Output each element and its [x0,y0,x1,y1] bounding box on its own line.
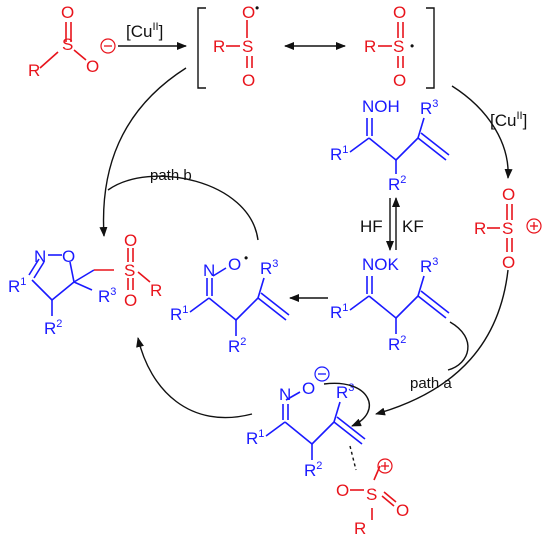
oxidation-arrow-2 [451,85,513,179]
bracket-left [197,7,206,89]
sulfonyl-radical-a: R S O O • [213,1,259,90]
svg-text:R1: R1 [330,144,348,164]
svg-text:•: • [410,39,414,53]
svg-text:R1: R1 [246,428,264,448]
svg-text:R3: R3 [98,286,116,306]
hf-label: HF [360,217,383,236]
svg-text:R: R [213,37,225,56]
svg-text:•: • [244,251,248,265]
atom-s: S [62,35,73,54]
electron-push-arrow [323,382,371,427]
iminoxyl-radical: N O • R1 R2 R3 [170,251,290,356]
svg-text:O: O [242,71,255,90]
svg-text:R: R [150,281,162,300]
svg-text:N: N [279,385,291,404]
charge-circle [100,38,116,54]
svg-text:O: O [502,185,515,204]
svg-text:R1: R1 [330,302,348,322]
svg-text:O: O [396,501,409,520]
svg-text:NOH: NOH [362,97,400,116]
path-b-branch [107,175,259,241]
svg-text:R3: R3 [420,98,438,118]
svg-text:R2: R2 [44,318,62,338]
svg-text:R2: R2 [304,460,322,480]
svg-text:R1: R1 [8,276,26,296]
svg-text:O: O [228,255,241,274]
svg-text:S: S [242,37,253,56]
svg-text:S: S [393,37,404,56]
path-a-arrow [375,269,509,416]
atom-o: O [61,3,74,22]
svg-text:R2: R2 [388,174,406,194]
svg-text:N: N [34,247,46,266]
svg-text:O: O [502,253,515,272]
svg-text:O: O [124,231,137,250]
oximate-sulfonyl-intermediate: N O R1 R2 R3 O S O R [246,366,409,536]
svg-text:O: O [302,379,315,398]
bracket-right [426,7,435,89]
svg-text:N: N [203,261,215,280]
svg-text:[CuII]: [CuII] [126,21,163,41]
isoxazoline-product: N O R1 R2 R3 S O O R [8,231,162,338]
atom-o: O [86,57,99,76]
path-b-arrow [99,67,187,237]
path-b-label: path b [150,167,192,184]
svg-text:O: O [124,291,137,310]
svg-text:NOK: NOK [362,255,400,274]
svg-text:S: S [124,261,135,280]
svg-text:O: O [242,3,255,22]
sulfonyl-cation: R S O O [474,185,542,272]
svg-text:O: O [393,3,406,22]
path-a-label: path a [410,375,452,392]
svg-text:R: R [474,219,486,238]
svg-text:R: R [364,37,376,56]
cu-catalyst-label-1: [CuII] [126,21,163,41]
svg-text:R3: R3 [336,382,354,402]
oxime-substrate: NOH R1 R2 R3 [330,97,450,194]
svg-text:R2: R2 [228,336,246,356]
svg-text:R2: R2 [388,334,406,354]
svg-text:[CuII]: [CuII] [490,110,527,130]
svg-text:R3: R3 [260,258,278,278]
sulfonyl-radical-b: R S O O • [364,3,414,90]
svg-text:S: S [366,485,377,504]
kf-label: KF [402,217,424,236]
svg-text:•: • [255,1,259,15]
svg-text:R: R [354,519,366,536]
svg-text:O: O [62,247,75,266]
path-a-branch [447,321,469,371]
potassium-oximate: NOK R1 R2 R3 [330,255,450,354]
svg-text:S: S [502,219,513,238]
svg-text:O: O [393,71,406,90]
cyclization-arrow [136,337,253,419]
atom-r: R [28,61,40,80]
svg-text:O: O [336,481,349,500]
sulfinate-anion: R S O O [28,3,116,80]
svg-text:R3: R3 [420,256,438,276]
cu-catalyst-label-2: [CuII] [490,110,527,130]
svg-text:R1: R1 [170,304,188,324]
